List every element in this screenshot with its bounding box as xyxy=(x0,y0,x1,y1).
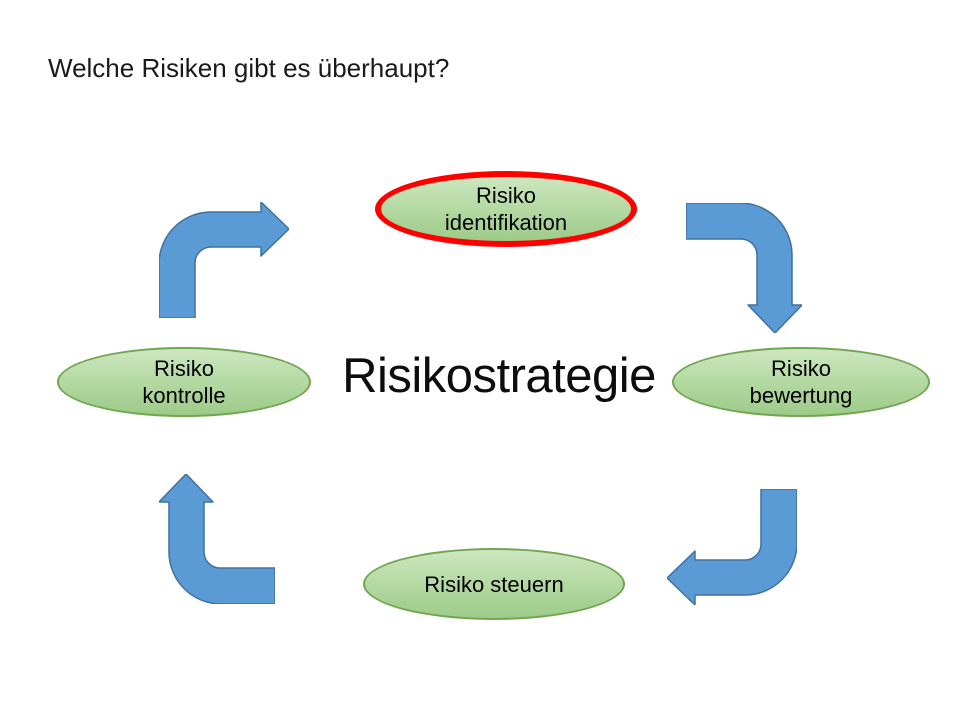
node-risiko-steuern: Risiko steuern xyxy=(363,548,625,620)
node-label-line: Risiko xyxy=(771,356,831,381)
node-label-line: Risiko xyxy=(476,183,536,208)
arrow-identifikation-to-bewertung xyxy=(686,203,802,333)
node-risiko-kontrolle: Risiko kontrolle xyxy=(57,347,311,417)
arrow-steuern-to-kontrolle xyxy=(159,474,275,604)
arrow-kontrolle-to-identifikation xyxy=(159,202,289,318)
node-risiko-bewertung: Risiko bewertung xyxy=(672,347,930,417)
bent-arrow-left-icon xyxy=(667,489,797,605)
node-label-line: identifikation xyxy=(444,210,568,235)
slide-title: Welche Risiken gibt es überhaupt? xyxy=(48,53,450,83)
arrow-bewertung-to-steuern xyxy=(667,489,797,605)
node-label-line: kontrolle xyxy=(142,383,226,408)
center-strategy-label: Risikostrategie xyxy=(342,349,656,403)
node-risiko-identifikation-highlighted: Risiko identifikation xyxy=(375,171,637,247)
bent-arrow-right-icon xyxy=(159,202,289,318)
node-label-line: Risiko xyxy=(154,356,214,381)
node-label-line: bewertung xyxy=(749,383,853,408)
bent-arrow-up-icon xyxy=(159,474,275,604)
bent-arrow-down-icon xyxy=(686,203,802,333)
node-label-line: Risiko steuern xyxy=(424,571,564,597)
